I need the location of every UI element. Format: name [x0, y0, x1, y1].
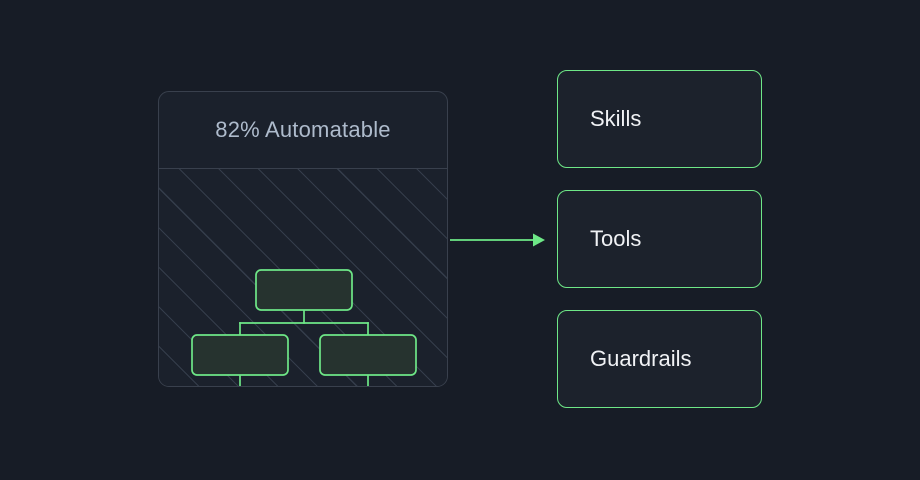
panel-guardrails-label: Guardrails: [590, 346, 692, 371]
tree-nodes: [191, 269, 417, 376]
tree-connectors: [239, 309, 369, 386]
tree-node-child-left[interactable]: [191, 334, 289, 376]
panel-skills[interactable]: Skills: [557, 70, 762, 168]
workflow-tree-diagram: [191, 269, 417, 386]
automation-card-body: [159, 169, 447, 386]
flow-arrow-icon: [450, 233, 545, 247]
capability-panel-stack: Skills Tools Guardrails: [557, 70, 762, 408]
automatable-percentage-label: 82% Automatable: [215, 117, 391, 142]
panel-guardrails[interactable]: Guardrails: [557, 310, 762, 408]
automation-card-header: 82% Automatable: [159, 92, 447, 169]
tree-node-root[interactable]: [255, 269, 353, 311]
panel-skills-label: Skills: [590, 106, 642, 131]
automation-card[interactable]: 82% Automatable: [158, 91, 448, 387]
panel-tools-label: Tools: [590, 226, 642, 251]
panel-tools[interactable]: Tools: [557, 190, 762, 288]
tree-node-child-right[interactable]: [319, 334, 417, 376]
flow-arrow-head: [533, 233, 545, 247]
